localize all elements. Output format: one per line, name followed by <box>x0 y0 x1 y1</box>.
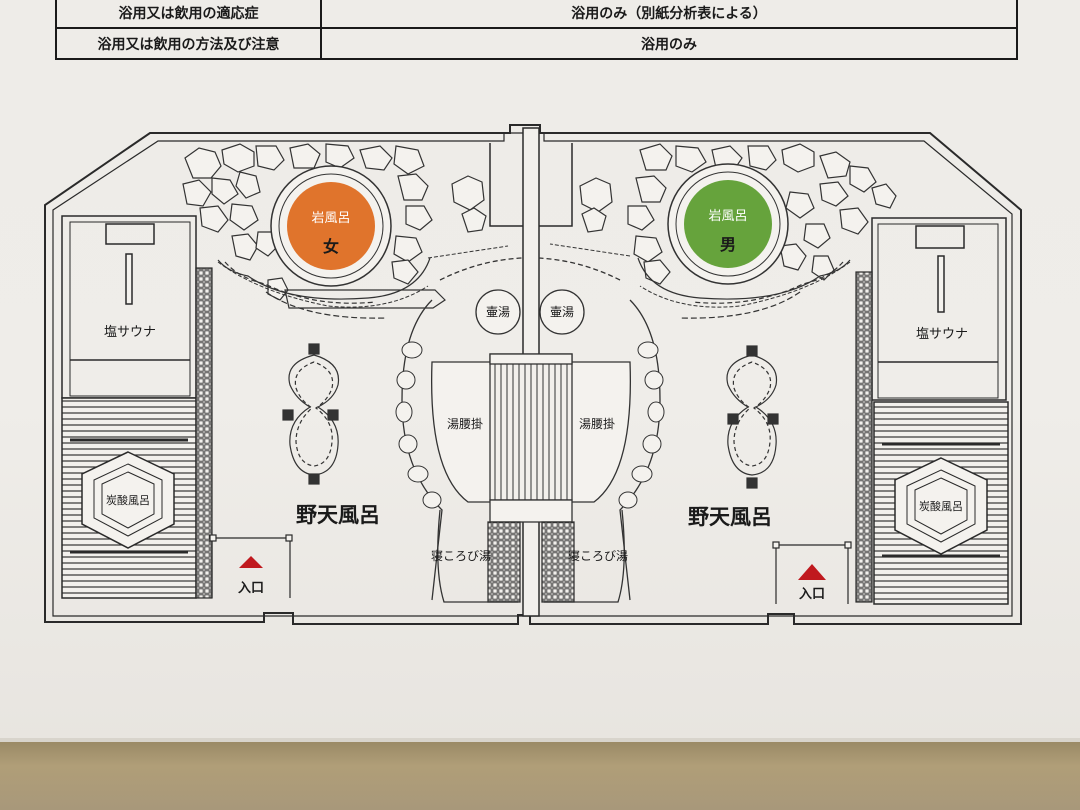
bath-floor-plan: 岩風呂 女 岩風呂 男 塩サウナ 塩サウナ <box>44 124 1022 625</box>
rock-bath-male <box>684 180 772 268</box>
entrance-left-label: 入口 <box>238 581 264 596</box>
outer-wall <box>44 124 1022 625</box>
stepping-stones-right <box>726 345 779 489</box>
entrance-right-label: 入口 <box>799 587 825 602</box>
rock-bath-male-gender: 男 <box>720 235 736 254</box>
central-bath-complex <box>401 257 661 603</box>
salt-sauna-left <box>61 215 197 399</box>
salt-sauna-left-label: 塩サウナ <box>104 325 156 340</box>
info-row: 浴用又は飲用の方法及び注意 浴用のみ <box>55 27 1018 60</box>
hip-bath-left-label: 湯腰掛 <box>447 416 483 431</box>
info-table: 浴用又は飲用の適応症 浴用のみ（別紙分析表による） 浴用又は飲用の方法及び注意 … <box>55 0 1018 60</box>
background-surface <box>0 742 1080 810</box>
rock-bath-female-label: 岩風呂 <box>311 211 350 226</box>
pot-bath-right-label: 壷湯 <box>550 305 574 319</box>
deck-right <box>855 271 1009 605</box>
pot-bath-left-label: 壷湯 <box>486 305 510 319</box>
info-key: 浴用又は飲用の適応症 <box>55 0 322 29</box>
outdoor-bath-right-label: 野天風呂 <box>688 504 772 529</box>
stepping-stones-left <box>282 343 340 485</box>
entrance-left-marker <box>239 556 263 568</box>
entrance-right <box>772 541 852 604</box>
rock-bath-female-gender: 女 <box>323 237 339 256</box>
rock-bath-male-pool: 岩風呂 男 <box>667 163 789 285</box>
info-row: 浴用又は飲用の適応症 浴用のみ（別紙分析表による） <box>55 0 1018 29</box>
carbonated-bath-left-label: 炭酸風呂 <box>106 493 150 507</box>
stepping-chains <box>217 243 851 308</box>
salt-sauna-right-label: 塩サウナ <box>916 327 968 342</box>
info-value: 浴用のみ（別紙分析表による） <box>320 0 1018 29</box>
rock-garden-right <box>579 143 897 285</box>
rock-bath-male-label: 岩風呂 <box>708 209 747 224</box>
rock-border-left <box>217 257 431 319</box>
lying-bath-left-label: 寝ころび湯 <box>431 548 491 563</box>
entrance-left <box>209 534 293 598</box>
hip-bath-right-label: 湯腰掛 <box>579 416 615 431</box>
carbonated-bath-left <box>81 451 175 549</box>
rock-edge-central <box>395 341 665 509</box>
paper-edge <box>0 738 1080 744</box>
rock-border-right <box>637 257 851 319</box>
rock-bath-female <box>287 182 375 270</box>
entrance-right-marker <box>798 564 826 580</box>
rock-bath-female-pool: 岩風呂 女 <box>270 165 392 287</box>
lying-bath-right-label: 寝ころび湯 <box>568 548 628 563</box>
carbonated-bath-right <box>894 457 988 555</box>
info-key: 浴用又は飲用の方法及び注意 <box>55 27 322 60</box>
carbonated-bath-right-label: 炭酸風呂 <box>919 499 963 513</box>
outdoor-bath-left-label: 野天風呂 <box>296 502 380 527</box>
info-value: 浴用のみ <box>320 27 1018 60</box>
salt-sauna-right <box>871 217 1007 401</box>
